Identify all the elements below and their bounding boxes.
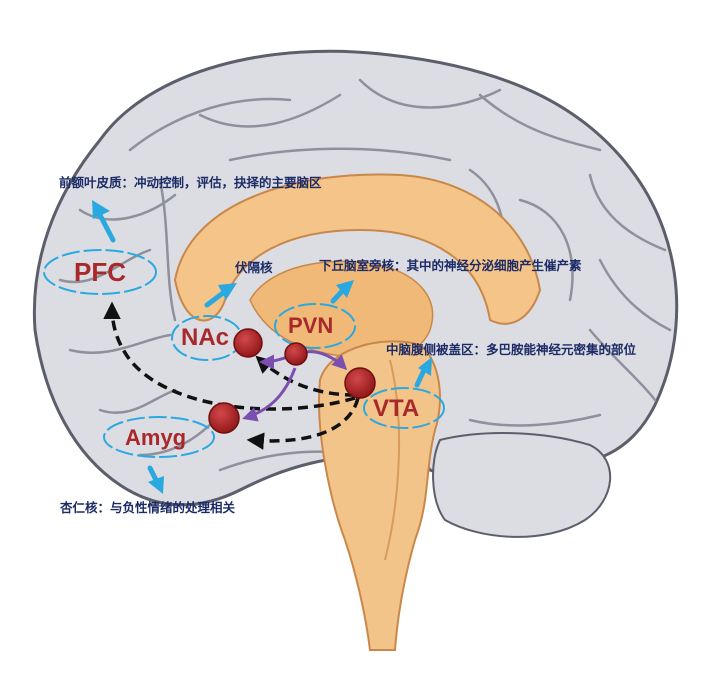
vta-arrow-icon — [414, 357, 432, 388]
region-nodes — [208, 328, 376, 434]
pfc-label: PFC — [74, 257, 126, 287]
pvn-to-vta-path — [304, 350, 348, 371]
label-ellipses — [43, 249, 445, 458]
pvn-ellipse — [274, 303, 356, 349]
pvn-to-amyg-path — [242, 367, 297, 422]
pfc-arrow-icon — [92, 200, 116, 243]
vta-label: VTA — [373, 395, 420, 422]
nac-label: NAc — [181, 324, 230, 351]
gyri-lines — [58, 78, 672, 472]
pvn-arrow-icon — [330, 280, 354, 304]
cerebellum — [432, 432, 612, 538]
pfc-annotation: 前额叶皮质：冲动控制，评估，抉择的主要脑区 — [59, 175, 322, 190]
vta-node — [344, 367, 376, 399]
nac-arrow-icon — [204, 283, 237, 308]
pvn-node — [284, 342, 308, 366]
pointer-arrows — [92, 200, 432, 494]
amyg-label: Amyg — [125, 425, 187, 450]
vta-ellipse — [363, 387, 445, 429]
brainstem-line — [384, 359, 401, 561]
vta-to-pfc-path — [103, 301, 356, 411]
vta-to-amyg-path — [246, 397, 360, 450]
pfc-ellipse — [43, 249, 157, 295]
nac-annotation: 伏隔核 — [235, 260, 273, 275]
amyg-ellipse — [103, 416, 215, 458]
amyg-annotation: 杏仁核：与负性情绪的处理相关 — [60, 500, 236, 515]
brainstem — [318, 340, 441, 651]
amyg-arrow-icon — [147, 465, 164, 494]
pvn-annotation: 下丘脑室旁核：其中的神经分泌细胞产生催产素 — [319, 258, 582, 273]
nac-node — [233, 328, 263, 358]
vta-annotation: 中脑腹侧被盖区：多巴胺能神经元密集的部位 — [386, 342, 637, 357]
amyg-node — [208, 402, 240, 434]
pvn-label: PVN — [288, 313, 334, 338]
